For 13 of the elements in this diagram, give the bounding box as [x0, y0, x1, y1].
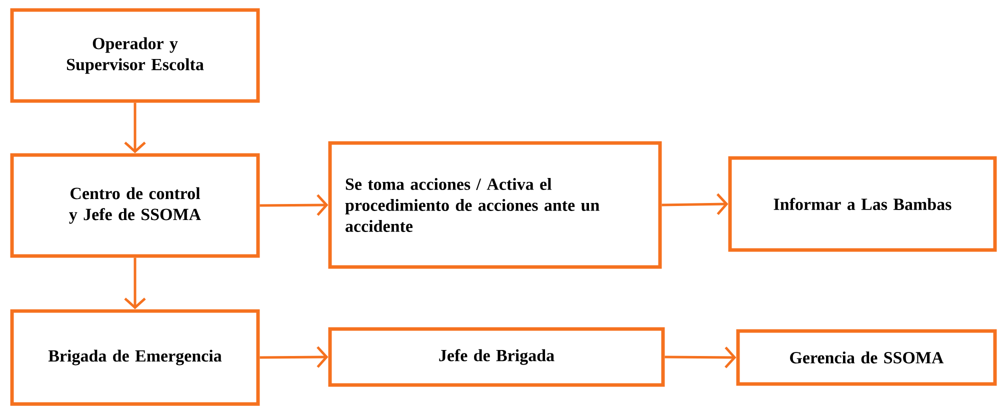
- arrow: [260, 194, 328, 216]
- process-box: Brigada de Emergencia: [10, 309, 260, 406]
- arrow: [662, 193, 728, 215]
- process-box: Centro de control y Jefe de SSOMA: [10, 153, 260, 258]
- process-box: Se toma acciones / Activa el procedimiento de acciones ante un accidente: [328, 141, 662, 269]
- process-box: Jefe de Brigada: [328, 327, 665, 387]
- arrow: [124, 258, 146, 310]
- arrow: [124, 102, 146, 154]
- process-box: Gerencia de SSOMA: [736, 329, 997, 386]
- process-box: Operador y Supervisor Escolta: [10, 8, 260, 103]
- process-box: Informar a Las Bambas: [728, 156, 997, 252]
- arrow: [664, 346, 736, 368]
- arrow: [260, 346, 328, 368]
